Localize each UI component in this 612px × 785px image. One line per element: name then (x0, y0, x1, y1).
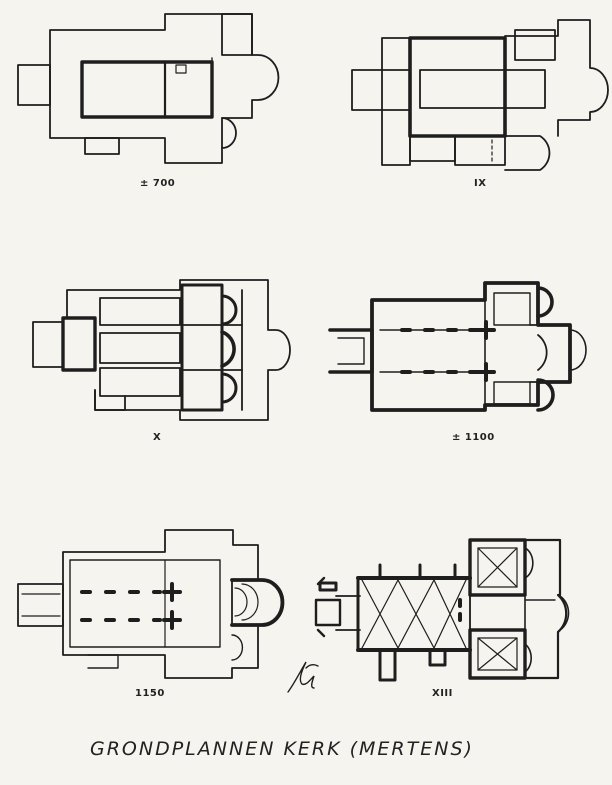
plan-label-XIII: XIII (432, 688, 453, 699)
plan-label-1100: ± 1100 (452, 432, 495, 443)
plan-label-1150: 1150 (135, 688, 165, 699)
plan-label-IX: IX (474, 178, 487, 189)
figure-caption: GRONDPLANNEN KERK (MERTENS) (90, 738, 474, 760)
plan-IX (351, 19, 609, 171)
plan-700 (17, 13, 280, 164)
plan-1150 (17, 529, 285, 679)
plan-label-X: X (153, 432, 162, 443)
plan-X (32, 279, 291, 421)
plan-label-700: ± 700 (140, 178, 176, 189)
plan-XIII (314, 538, 570, 682)
signature-mark (287, 661, 319, 693)
plan-1100 (328, 281, 587, 412)
